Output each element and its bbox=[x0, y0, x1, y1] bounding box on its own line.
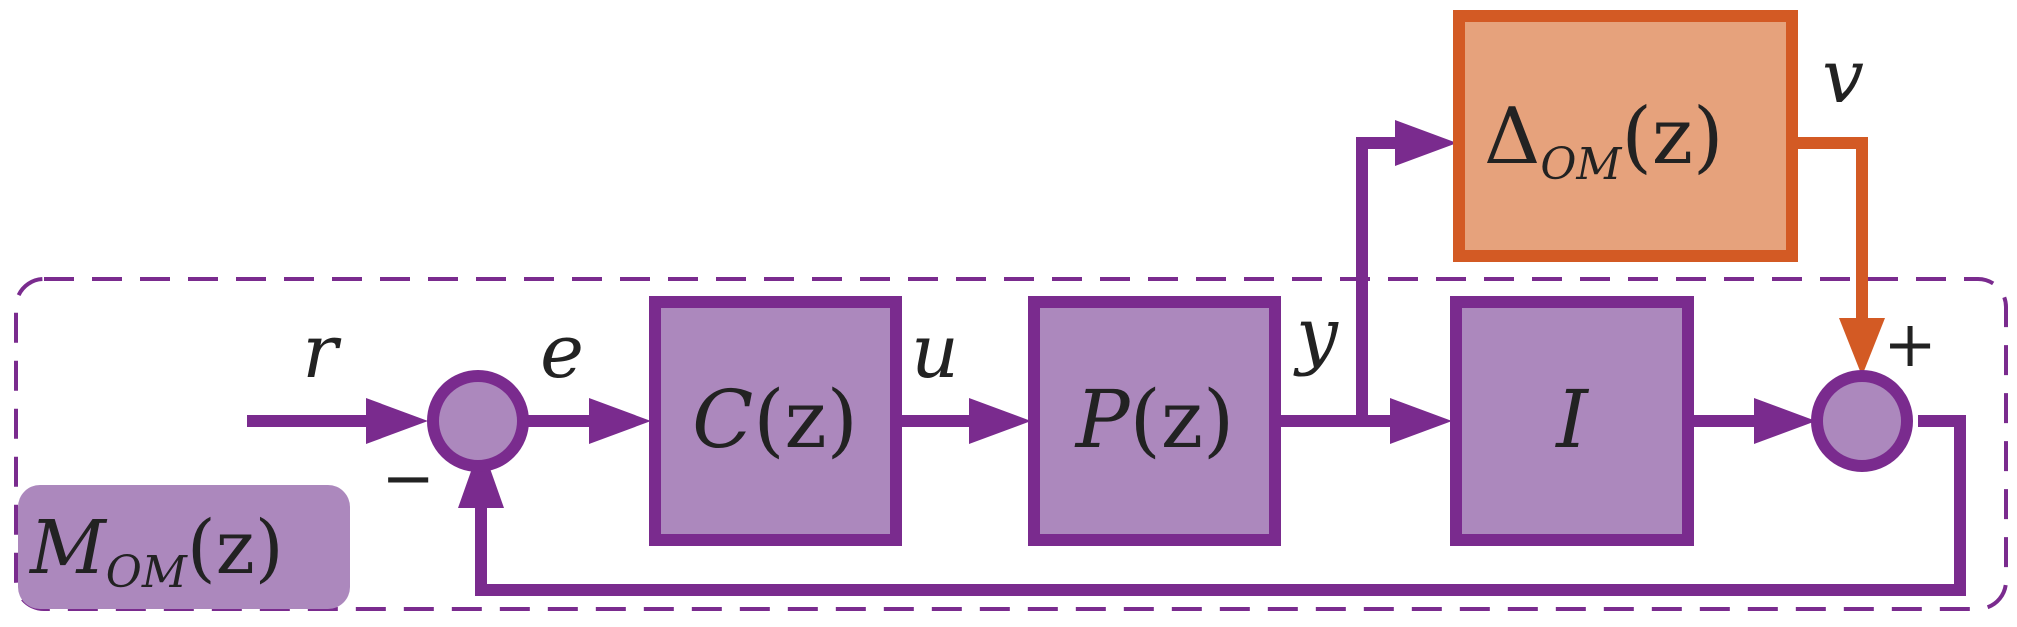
identity-block bbox=[1450, 296, 1694, 546]
signal-label-u: u bbox=[911, 309, 959, 395]
controller-block bbox=[649, 296, 902, 546]
signal-label-e: e bbox=[540, 309, 584, 395]
arrowhead-u bbox=[969, 398, 1031, 444]
identity-label: I bbox=[1554, 373, 1589, 466]
signal-label-r: r bbox=[302, 309, 342, 395]
controller-label-arg: (z) bbox=[753, 373, 858, 466]
wire-y-branch bbox=[1356, 137, 1395, 421]
controller-label: C(z) bbox=[692, 373, 858, 466]
sign-plus: + bbox=[1883, 308, 1937, 382]
m-om-label: MOM(z) bbox=[28, 505, 284, 598]
arrowhead-e bbox=[589, 398, 651, 444]
arrowheads bbox=[366, 120, 1816, 508]
uncertainty-block bbox=[1453, 10, 1798, 262]
signal-label-v: v bbox=[1822, 34, 1864, 120]
summing-junction-feedback bbox=[427, 370, 529, 472]
sign-minus: − bbox=[381, 442, 435, 516]
uncertainty-label-arg: (z) bbox=[1621, 92, 1723, 182]
arrowhead-feedback bbox=[458, 443, 504, 508]
plant-label: P(z) bbox=[1074, 373, 1234, 466]
signal-wires bbox=[247, 137, 1966, 596]
arrowhead-v bbox=[1839, 318, 1885, 376]
plant-label-arg: (z) bbox=[1130, 373, 1235, 466]
arrowhead-y bbox=[1390, 398, 1452, 444]
uncertainty-label: ΔOM(z) bbox=[1484, 92, 1723, 190]
controller-label-name: C bbox=[692, 373, 753, 466]
wire-v bbox=[1792, 137, 1868, 330]
m-om-dashed-boundary bbox=[14, 277, 2008, 611]
summing-junction-output bbox=[1811, 370, 1913, 472]
m-om-label-sub: OM bbox=[106, 547, 188, 598]
m-om-label-name: M bbox=[28, 505, 108, 591]
arrowhead-identity-out bbox=[1754, 398, 1816, 444]
arrowhead-r bbox=[366, 398, 428, 444]
plant-block bbox=[1028, 296, 1281, 546]
wire-feedback bbox=[475, 415, 1966, 596]
arrowhead-y-branch bbox=[1395, 120, 1457, 166]
m-om-label-arg: (z) bbox=[187, 505, 284, 591]
plant-label-name: P bbox=[1074, 373, 1131, 466]
m-om-label-box bbox=[18, 485, 350, 609]
signal-label-y: y bbox=[1293, 292, 1339, 378]
uncertainty-label-name: Δ bbox=[1484, 92, 1540, 182]
uncertainty-label-sub: OM bbox=[1540, 139, 1622, 190]
